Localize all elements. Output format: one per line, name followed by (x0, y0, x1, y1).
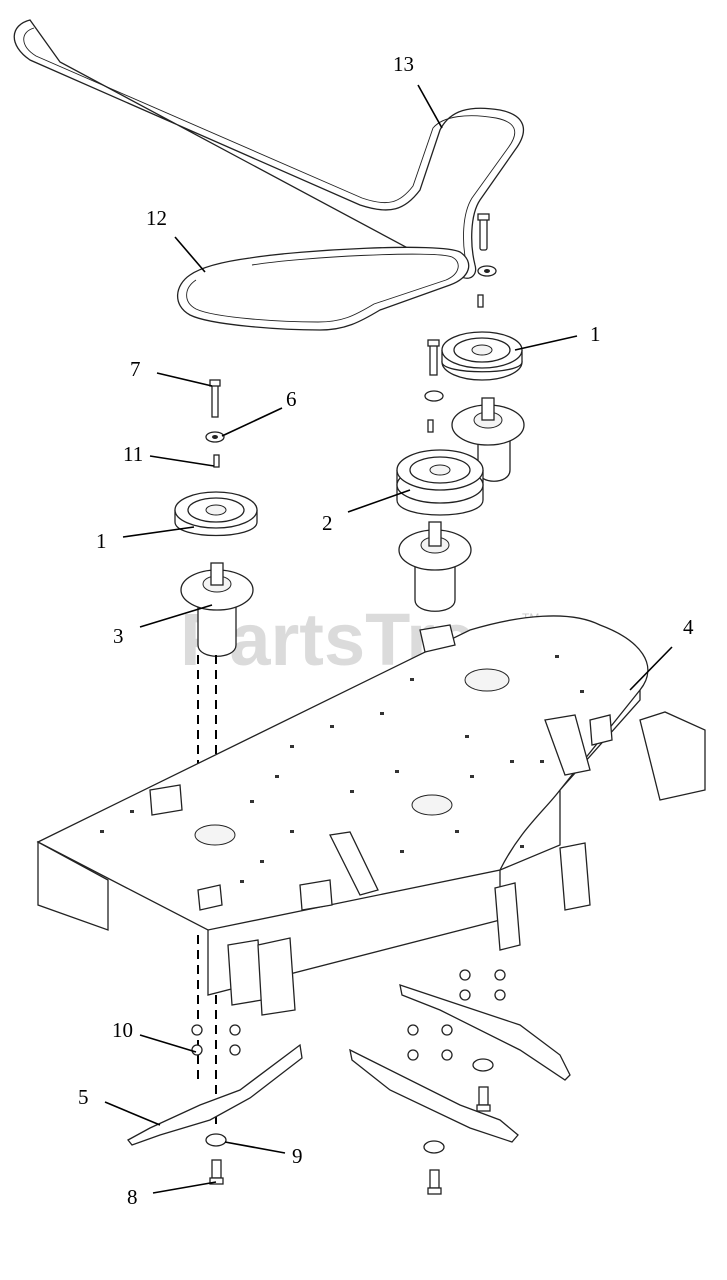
blade-left[interactable] (127, 1043, 303, 1146)
belt-upper[interactable] (13, 19, 524, 279)
bolt-right-pulley[interactable] (427, 339, 440, 376)
key-right-pulley[interactable] (427, 419, 434, 433)
washer-right-upper[interactable] (472, 1058, 494, 1072)
callout-13: 13 (393, 52, 414, 76)
key[interactable] (213, 454, 220, 468)
callout-7: 7 (130, 357, 141, 381)
key-right-top[interactable] (477, 294, 484, 308)
washer-bottom[interactable] (205, 1133, 227, 1147)
blade-right-lower[interactable] (349, 1048, 519, 1143)
callout-8: 8 (127, 1185, 138, 1209)
double-pulley[interactable] (396, 449, 484, 516)
pulley-left[interactable] (174, 491, 258, 537)
bolt-top[interactable] (209, 379, 221, 418)
spindle-right-upper[interactable] (451, 397, 525, 482)
callout-2: 2 (322, 511, 333, 535)
mower-deck[interactable] (36, 615, 706, 1016)
bolt-right-top[interactable] (477, 213, 490, 251)
bolt-right-upper[interactable] (476, 1086, 491, 1112)
spindle-left[interactable] (180, 562, 254, 657)
leader-lines (104, 84, 673, 1194)
washer-right-lower[interactable] (423, 1140, 445, 1154)
washer-hole (484, 269, 490, 273)
callout-12: 12 (146, 206, 167, 230)
nuts[interactable] (191, 969, 506, 1061)
washer-hole (212, 435, 218, 439)
spindle-right-lower[interactable] (398, 521, 472, 612)
blade-right-upper[interactable] (399, 984, 571, 1081)
callout-11: 11 (123, 442, 143, 466)
callout-4: 4 (683, 615, 694, 639)
washer-right-pulley[interactable] (424, 390, 444, 402)
callout-3: 3 (113, 624, 124, 648)
pulley-right[interactable] (441, 331, 523, 381)
callout-6: 6 (286, 387, 297, 411)
callout-9: 9 (292, 1144, 303, 1168)
callout-1-left: 1 (96, 529, 107, 553)
callout-1-right: 1 (590, 322, 601, 346)
callout-10: 10 (112, 1018, 133, 1042)
bolt-bottom[interactable] (209, 1159, 224, 1185)
belt-lower[interactable] (176, 246, 470, 331)
bolt-right-lower[interactable] (427, 1169, 442, 1195)
callout-5: 5 (78, 1085, 89, 1109)
